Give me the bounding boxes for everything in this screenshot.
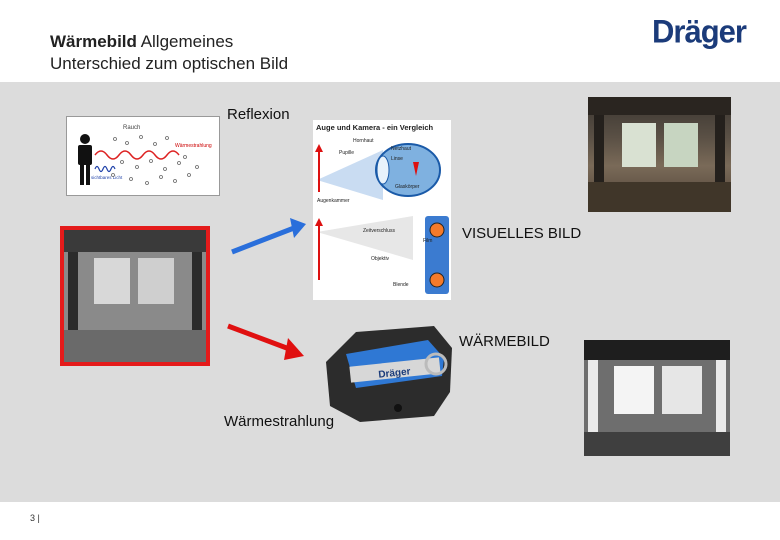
camera-light-cone <box>317 216 413 260</box>
label-visual-image: VISUELLES BILD <box>462 225 582 242</box>
eye-label-augenkammer: Augenkammer <box>317 198 350 204</box>
light-wave-line <box>94 165 116 173</box>
slide-footer <box>0 502 780 540</box>
eye-camera-graphic: Auge und Kamera - ein Vergleich Hornhaut… <box>315 123 449 294</box>
camera-button <box>394 404 402 412</box>
cam-label-zeitverschluss: Zeitverschluss <box>363 228 395 234</box>
page-number: 3 | <box>30 513 40 523</box>
camera-brand-label: Dräger <box>378 366 411 380</box>
thermal-camera-graphic: Dräger <box>326 326 452 422</box>
thermal-photo <box>584 340 730 456</box>
eye-down-arrow <box>413 162 419 176</box>
camera-strap-ring <box>424 352 448 376</box>
blue-arrow <box>231 218 306 255</box>
eye-label-netzhaut: Netzhaut <box>391 146 412 152</box>
camera-reel-bottom <box>429 272 445 288</box>
eye-camera-comparison-diagram: Auge und Kamera - ein Vergleich Hornhaut… <box>313 120 451 300</box>
eye-light-cone <box>317 150 383 200</box>
heat-wave-line <box>94 150 180 160</box>
smoke-radiation-diagram: Rauch Wärmestrahlung sichtbares Licht <box>66 116 220 196</box>
waermestrahlung-small-label: Wärmestrahlung <box>175 143 212 149</box>
label-heat-radiation: Wärmestrahlung <box>224 413 335 430</box>
original-scene-photo <box>60 226 210 366</box>
cam-label-objektiv: Objektiv <box>371 256 390 262</box>
slide-subtitle: Unterschied zum optischen Bild <box>50 54 289 73</box>
eye-label-glaskoerper: Glaskörper <box>395 184 420 190</box>
thermal-photo-graphic <box>584 340 730 456</box>
camera-strap <box>349 357 441 383</box>
title-bold: Wärmebild <box>50 32 137 51</box>
camera-reel-top <box>429 222 445 238</box>
cam-label-blende: Blende <box>393 282 409 288</box>
thermal-camera-device: Dräger <box>316 318 456 426</box>
red-arrow <box>227 323 304 360</box>
camera-film-box <box>425 216 449 294</box>
scene-photo-graphic <box>64 230 206 362</box>
cam-label-film: Film <box>423 238 432 244</box>
eye-shape <box>375 143 441 197</box>
smoke-particles <box>111 135 199 185</box>
smoke-diagram-graphic: Rauch Wärmestrahlung sichtbares Licht <box>78 125 212 185</box>
slide-header: Wärmebild Allgemeines Unterschied zum op… <box>0 0 780 82</box>
label-thermal-image: WÄRMEBILD <box>459 333 550 350</box>
title-rest: Allgemeines <box>136 32 234 51</box>
eye-lens <box>376 155 390 185</box>
draeger-logo: Dräger <box>652 13 747 50</box>
eye-diagram-heading: Auge und Kamera - ein Vergleich <box>316 123 434 132</box>
visual-photo <box>588 97 731 212</box>
licht-label: sichtbares Licht <box>91 175 123 180</box>
eye-label-pupille: Pupille <box>339 150 354 156</box>
label-reflexion: Reflexion <box>227 106 290 123</box>
slide-title: Wärmebild Allgemeines Unterschied zum op… <box>50 31 288 75</box>
person-icon <box>78 134 92 185</box>
rauch-label: Rauch <box>123 125 140 131</box>
eye-label-hornhaut: Hornhaut <box>353 138 374 144</box>
eye-label-linse: Linse <box>391 156 403 162</box>
visual-photo-graphic <box>588 97 731 212</box>
